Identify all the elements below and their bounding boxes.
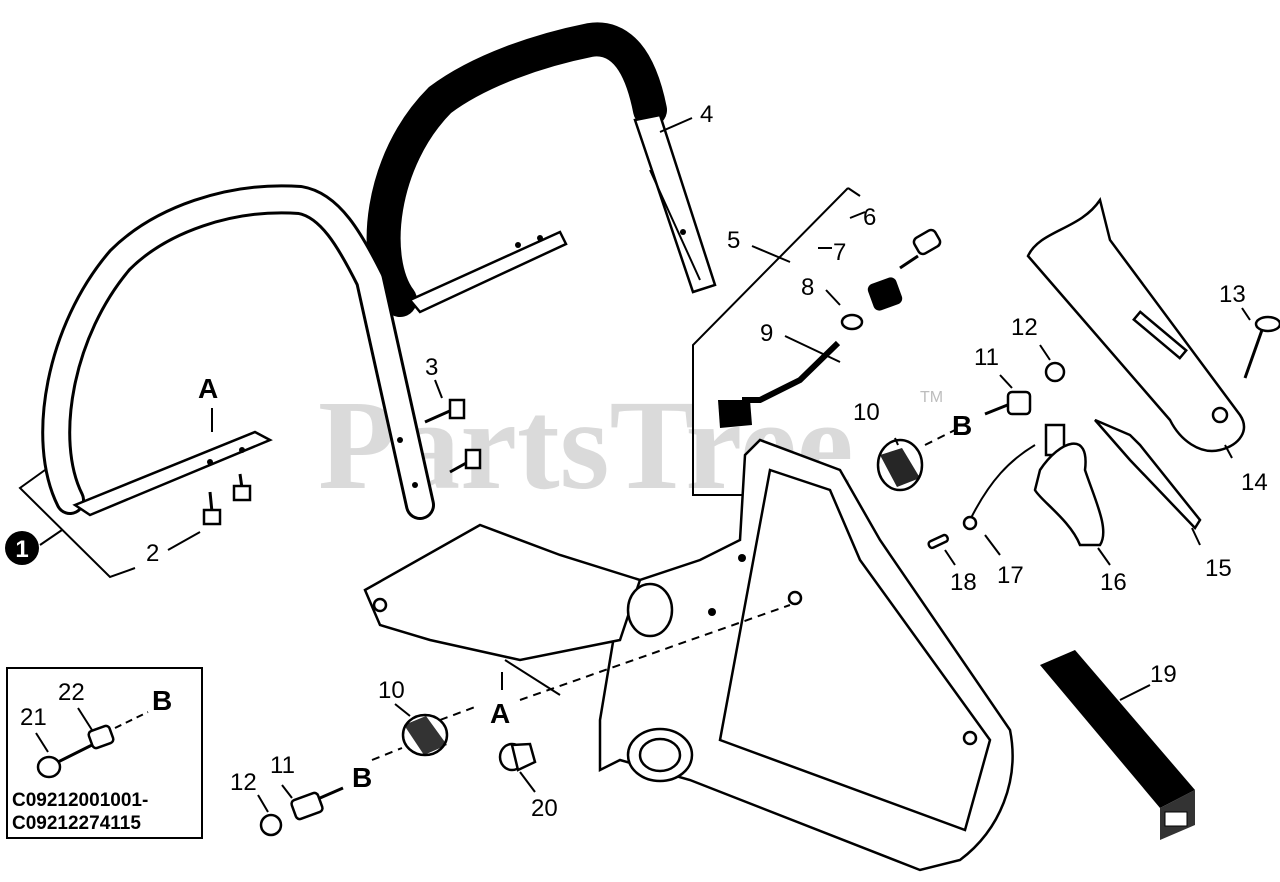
screws-2 — [202, 473, 252, 526]
callout-18: 18 — [950, 569, 977, 596]
callout-8: 8 — [801, 274, 814, 301]
callout-16: 16 — [1100, 569, 1127, 596]
pin-18 — [927, 533, 950, 550]
callout-5: 5 — [727, 227, 740, 254]
connector-a-top: A — [198, 373, 218, 404]
screw-13 — [1243, 315, 1280, 379]
callout-12-lower: 12 — [230, 769, 257, 796]
spring-17 — [969, 444, 1036, 521]
rear-handle-housing — [363, 438, 1014, 872]
inset-connector-b: B — [152, 685, 172, 716]
leader-lines — [39, 117, 1251, 813]
inset-serial-from: C09212001001- — [12, 790, 148, 811]
handle-bar-4 — [366, 22, 717, 317]
connector-b-right: B — [952, 410, 972, 441]
front-handle-1 — [41, 184, 435, 520]
serial-inset-box: 22 21 B C09212001001- C09212274115 — [6, 667, 203, 839]
rubber-pad-19 — [1040, 650, 1195, 840]
bolt-11-lower — [259, 786, 344, 837]
callout-10-upper: 10 — [853, 399, 880, 426]
trigger-16 — [1033, 423, 1105, 547]
callout-13: 13 — [1219, 281, 1246, 308]
inset-callout-22: 22 — [58, 679, 85, 706]
callout-3: 3 — [425, 354, 438, 381]
callout-7: 7 — [833, 239, 846, 266]
callout-6: 6 — [863, 204, 876, 231]
inset-callout-21: 21 — [20, 704, 47, 731]
bolt-11-upper — [984, 361, 1066, 416]
callout-11-upper: 11 — [974, 344, 999, 371]
bushing-20 — [498, 742, 537, 772]
callout-1: 1 — [15, 536, 28, 563]
callout-12-upper: 12 — [1011, 314, 1038, 341]
callout-10-lower: 10 — [378, 677, 405, 704]
callout-17: 17 — [997, 562, 1024, 589]
lever-15 — [1094, 418, 1202, 531]
connector-a-bottom: A — [490, 698, 510, 729]
handle-cover-14 — [1026, 196, 1246, 453]
watermark-tm: TM — [920, 389, 943, 406]
throttle-rod-assembly — [718, 228, 942, 428]
inset-serial-to: C09212274115 — [12, 813, 141, 834]
screws-3 — [424, 398, 482, 474]
callout-2: 2 — [146, 540, 159, 567]
callout-20: 20 — [531, 795, 558, 822]
callout-4: 4 — [700, 101, 713, 128]
callout-11-lower: 11 — [270, 752, 295, 779]
callout-9: 9 — [760, 320, 773, 347]
buffer-10-upper — [876, 429, 956, 492]
callout-19: 19 — [1150, 661, 1177, 688]
connector-b-left: B — [352, 762, 372, 793]
callout-1-marker — [5, 531, 39, 565]
buffer-10-lower — [371, 706, 476, 761]
callout-15: 15 — [1205, 555, 1232, 582]
callout-14: 14 — [1241, 469, 1268, 496]
